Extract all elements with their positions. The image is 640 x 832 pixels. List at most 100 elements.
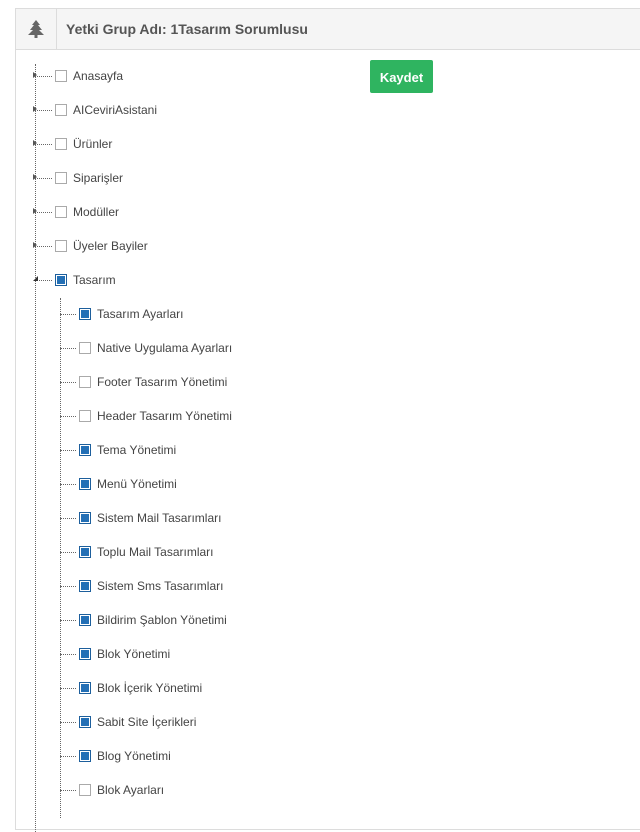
collapse-toggle-icon[interactable] xyxy=(33,276,38,281)
tree-icon xyxy=(28,20,44,38)
tree-node-label[interactable]: Blog Yönetimi xyxy=(97,749,171,763)
expand-toggle-icon[interactable] xyxy=(33,242,37,248)
tree-node[interactable]: Tema Yönetimi xyxy=(79,440,176,460)
permission-checkbox[interactable] xyxy=(79,478,91,490)
tree-node[interactable]: Menü Yönetimi xyxy=(79,474,177,494)
tree-node-label[interactable]: Bildirim Şablon Yönetimi xyxy=(97,613,227,627)
permission-checkbox[interactable] xyxy=(55,104,67,116)
tree-connector xyxy=(35,246,52,247)
tree-connector xyxy=(60,450,76,451)
tree-node-label[interactable]: Header Tasarım Yönetimi xyxy=(97,409,232,423)
tree-node[interactable]: Sistem Sms Tasarımları xyxy=(79,576,223,596)
tree-connector xyxy=(60,620,76,621)
permission-checkbox[interactable] xyxy=(79,580,91,592)
tree-connector xyxy=(60,586,76,587)
tree-node[interactable]: AICeviriAsistani xyxy=(55,100,157,120)
permission-checkbox[interactable] xyxy=(79,750,91,762)
tree-connector xyxy=(60,722,76,723)
tree-connector xyxy=(60,314,76,315)
tree-node-label[interactable]: Footer Tasarım Yönetimi xyxy=(97,375,228,389)
tree-guide-line xyxy=(35,64,36,832)
expand-toggle-icon[interactable] xyxy=(33,72,37,78)
tree-node[interactable]: Siparişler xyxy=(55,168,123,188)
tree-node[interactable]: Anasayfa xyxy=(55,66,123,86)
tree-node-label[interactable]: Anasayfa xyxy=(73,69,124,83)
tree-node[interactable]: Native Uygulama Ayarları xyxy=(79,338,232,358)
tree-node-label[interactable]: Toplu Mail Tasarımları xyxy=(97,545,214,559)
tree-connector xyxy=(60,416,76,417)
tree-node-label[interactable]: Tema Yönetimi xyxy=(97,443,177,457)
tree-node[interactable]: Blog Yönetimi xyxy=(79,746,171,766)
tree-node-label[interactable]: Ürünler xyxy=(73,137,113,151)
permission-checkbox[interactable] xyxy=(79,716,91,728)
tree-connector xyxy=(35,76,52,77)
tree-connector xyxy=(60,790,76,791)
tree-connector xyxy=(60,552,76,553)
tree-node-label[interactable]: Sabit Site İçerikleri xyxy=(97,715,197,729)
tree-node[interactable]: Toplu Mail Tasarımları xyxy=(79,542,213,562)
permission-checkbox[interactable] xyxy=(55,206,67,218)
tree-node[interactable]: Blok Ayarları xyxy=(79,780,164,800)
tree-node-label[interactable]: Blok Yönetimi xyxy=(97,647,171,661)
permission-checkbox[interactable] xyxy=(79,342,91,354)
tree-connector xyxy=(35,110,52,111)
tree-connector xyxy=(35,280,52,281)
tree-node[interactable]: Blok Yönetimi xyxy=(79,644,170,664)
tree-node-label[interactable]: Siparişler xyxy=(73,171,124,185)
tree-node[interactable]: Tasarım Ayarları xyxy=(79,304,183,324)
tree-connector xyxy=(60,756,76,757)
tree-node-label[interactable]: AICeviriAsistani xyxy=(73,103,158,117)
tree-connector xyxy=(60,654,76,655)
tree-connector xyxy=(35,144,52,145)
permission-checkbox[interactable] xyxy=(79,682,91,694)
tree-node-label[interactable]: Tasarım xyxy=(73,273,116,287)
tree-node-label[interactable]: Üyeler Bayiler xyxy=(73,239,148,253)
tree-connector xyxy=(60,688,76,689)
permission-checkbox[interactable] xyxy=(79,784,91,796)
tree-node[interactable]: Ürünler xyxy=(55,134,112,154)
permission-checkbox[interactable] xyxy=(55,240,67,252)
tree-connector xyxy=(60,348,76,349)
tree-node-label[interactable]: Sistem Sms Tasarımları xyxy=(97,579,224,593)
tree-node-label[interactable]: Modüller xyxy=(73,205,120,219)
expand-toggle-icon[interactable] xyxy=(33,106,37,112)
expand-toggle-icon[interactable] xyxy=(33,208,37,214)
permission-checkbox[interactable] xyxy=(55,274,67,286)
tree-node[interactable]: Bildirim Şablon Yönetimi xyxy=(79,610,227,630)
permission-checkbox[interactable] xyxy=(55,70,67,82)
tree-connector xyxy=(35,212,52,213)
tree-node-label[interactable]: Blok İçerik Yönetimi xyxy=(97,681,203,695)
tree-node[interactable]: Modüller xyxy=(55,202,119,222)
expand-toggle-icon[interactable] xyxy=(33,174,37,180)
tree-connector xyxy=(60,518,76,519)
tree-node[interactable]: Sabit Site İçerikleri xyxy=(79,712,196,732)
permission-checkbox[interactable] xyxy=(79,614,91,626)
permission-checkbox[interactable] xyxy=(79,512,91,524)
expand-toggle-icon[interactable] xyxy=(33,140,37,146)
permission-checkbox[interactable] xyxy=(55,138,67,150)
permission-checkbox[interactable] xyxy=(79,648,91,660)
header-icon-cell xyxy=(16,9,57,49)
panel-header: Yetki Grup Adı: 1Tasarım Sorumlusu xyxy=(16,9,640,50)
tree-connector xyxy=(60,382,76,383)
permission-checkbox[interactable] xyxy=(79,410,91,422)
tree-node[interactable]: Blok İçerik Yönetimi xyxy=(79,678,202,698)
tree-node-label[interactable]: Tasarım Ayarları xyxy=(97,307,184,321)
tree-node[interactable]: Header Tasarım Yönetimi xyxy=(79,406,232,426)
permission-checkbox[interactable] xyxy=(79,376,91,388)
tree-node[interactable]: Sistem Mail Tasarımları xyxy=(79,508,221,528)
tree-node-label[interactable]: Native Uygulama Ayarları xyxy=(97,341,233,355)
permission-checkbox[interactable] xyxy=(79,444,91,456)
save-button[interactable]: Kaydet xyxy=(370,60,433,93)
tree-node-label[interactable]: Sistem Mail Tasarımları xyxy=(97,511,222,525)
tree-node[interactable]: Tasarım xyxy=(55,270,116,290)
permission-checkbox[interactable] xyxy=(79,546,91,558)
permission-checkbox[interactable] xyxy=(55,172,67,184)
permission-panel: Yetki Grup Adı: 1Tasarım Sorumlusu xyxy=(15,8,640,830)
tree-node-label[interactable]: Menü Yönetimi xyxy=(97,477,177,491)
permission-checkbox[interactable] xyxy=(79,308,91,320)
tree-node[interactable]: Üyeler Bayiler xyxy=(55,236,148,256)
tree-node-label[interactable]: Blok Ayarları xyxy=(97,783,165,797)
tree-guide-line xyxy=(60,298,61,818)
tree-node[interactable]: Footer Tasarım Yönetimi xyxy=(79,372,227,392)
